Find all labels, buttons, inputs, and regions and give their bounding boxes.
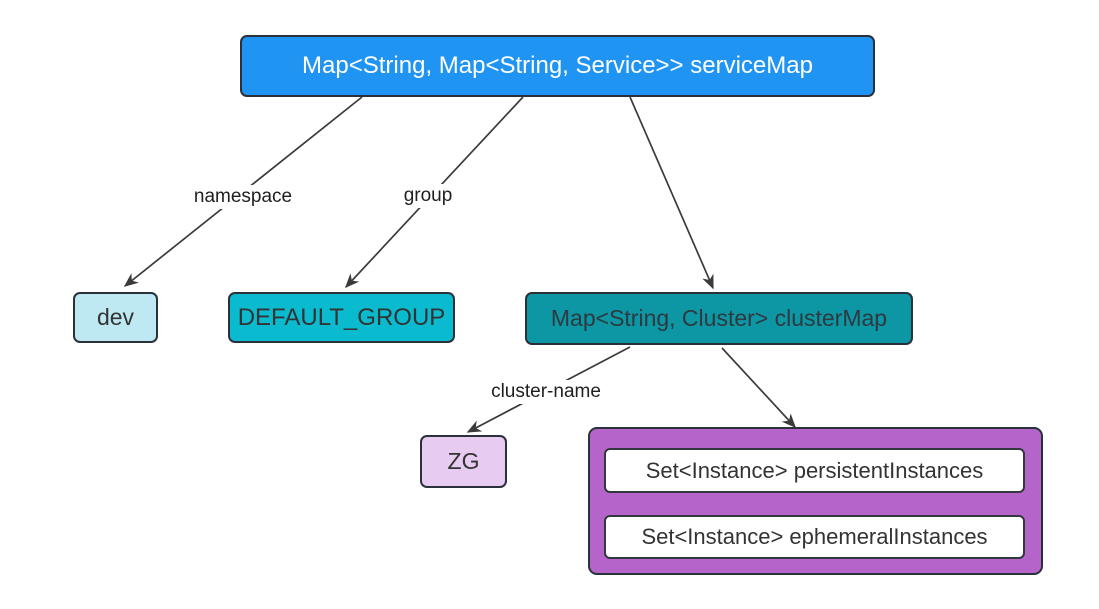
node-persistent-instances: Set<Instance> persistentInstances: [604, 448, 1025, 493]
instances-container: Set<Instance> persistentInstances Set<In…: [588, 427, 1043, 575]
edge-clustermap-to-instances: [721, 347, 796, 429]
edge-label-cluster-name: cluster-name: [487, 380, 605, 404]
node-service-map: Map<String, Map<String, Service>> servic…: [240, 35, 875, 97]
node-default-group: DEFAULT_GROUP: [228, 292, 455, 343]
node-dev-namespace: dev: [73, 292, 158, 343]
edge-label-namespace: namespace: [189, 185, 297, 209]
edge-label-group: group: [399, 184, 457, 208]
node-ephemeral-instances: Set<Instance> ephemeralInstances: [604, 515, 1025, 559]
node-zg-cluster: ZG: [420, 435, 507, 488]
node-cluster-map: Map<String, Cluster> clusterMap: [525, 292, 913, 345]
edge-servicemap-to-clustermap: [629, 96, 714, 290]
